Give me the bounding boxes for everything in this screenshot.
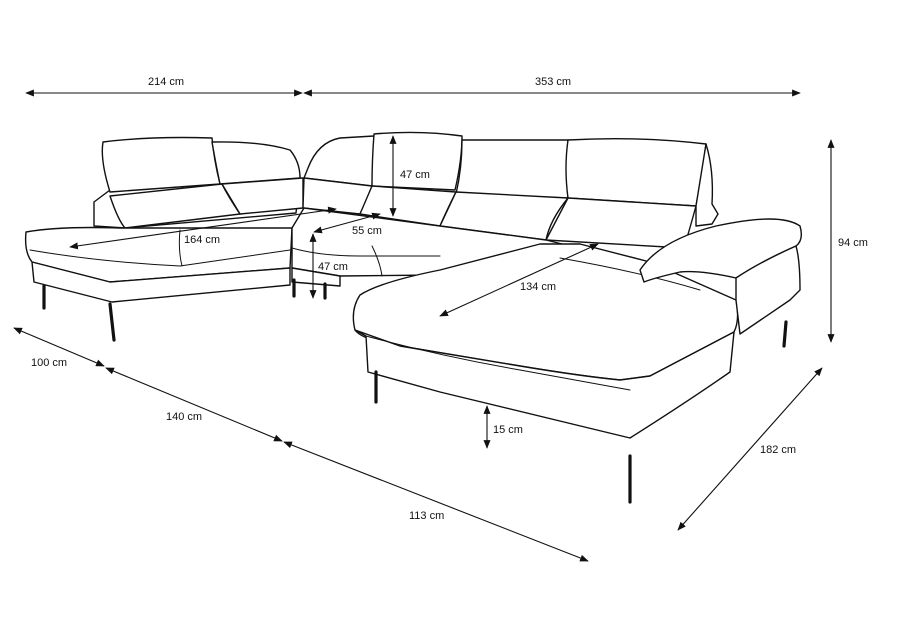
dim-140-line [105, 367, 283, 442]
corner-headrest [303, 135, 375, 187]
label-214: 214 cm [148, 76, 184, 88]
dimension-lines [13, 89, 835, 562]
back-side-panel [695, 143, 719, 227]
label-182: 182 cm [760, 444, 796, 456]
label-94: 94 cm [838, 237, 868, 249]
leg-7 [782, 320, 788, 348]
dim-100-line [13, 327, 105, 367]
sofa-illustration [24, 131, 803, 504]
middle-headrest-1 [371, 131, 463, 191]
sofa-legs [42, 278, 788, 504]
label-100: 100 cm [31, 357, 67, 369]
dim-164-line [69, 206, 337, 250]
dim-134-line [439, 243, 599, 317]
right-armrest-side [735, 245, 801, 335]
dim-113-line [283, 441, 589, 562]
dim-182-line [677, 367, 823, 531]
left-headrest-1 [101, 136, 221, 193]
left-backrest [93, 136, 304, 229]
label-47-headrest: 47 cm [400, 169, 430, 181]
left-chaise-base [31, 261, 291, 303]
label-15: 15 cm [493, 424, 523, 436]
label-164: 164 cm [184, 234, 220, 246]
label-47-seat: 47 cm [318, 261, 348, 273]
dimension-labels: 214 cm 353 cm 94 cm 47 cm 55 cm 164 cm 4… [31, 76, 868, 522]
right-headrest [565, 137, 707, 207]
leg-2 [108, 302, 116, 342]
corner-backrest [302, 131, 719, 249]
label-140: 140 cm [166, 411, 202, 423]
label-113: 113 cm [409, 510, 444, 522]
right-chaise-base [354, 329, 735, 439]
right-back-cushion [545, 197, 697, 249]
middle-headrest-2 [455, 139, 569, 199]
left-headrest-2 [211, 141, 301, 185]
label-353: 353 cm [535, 76, 571, 88]
label-55: 55 cm [352, 225, 382, 237]
label-134: 134 cm [520, 281, 556, 293]
left-chaise [24, 226, 293, 303]
